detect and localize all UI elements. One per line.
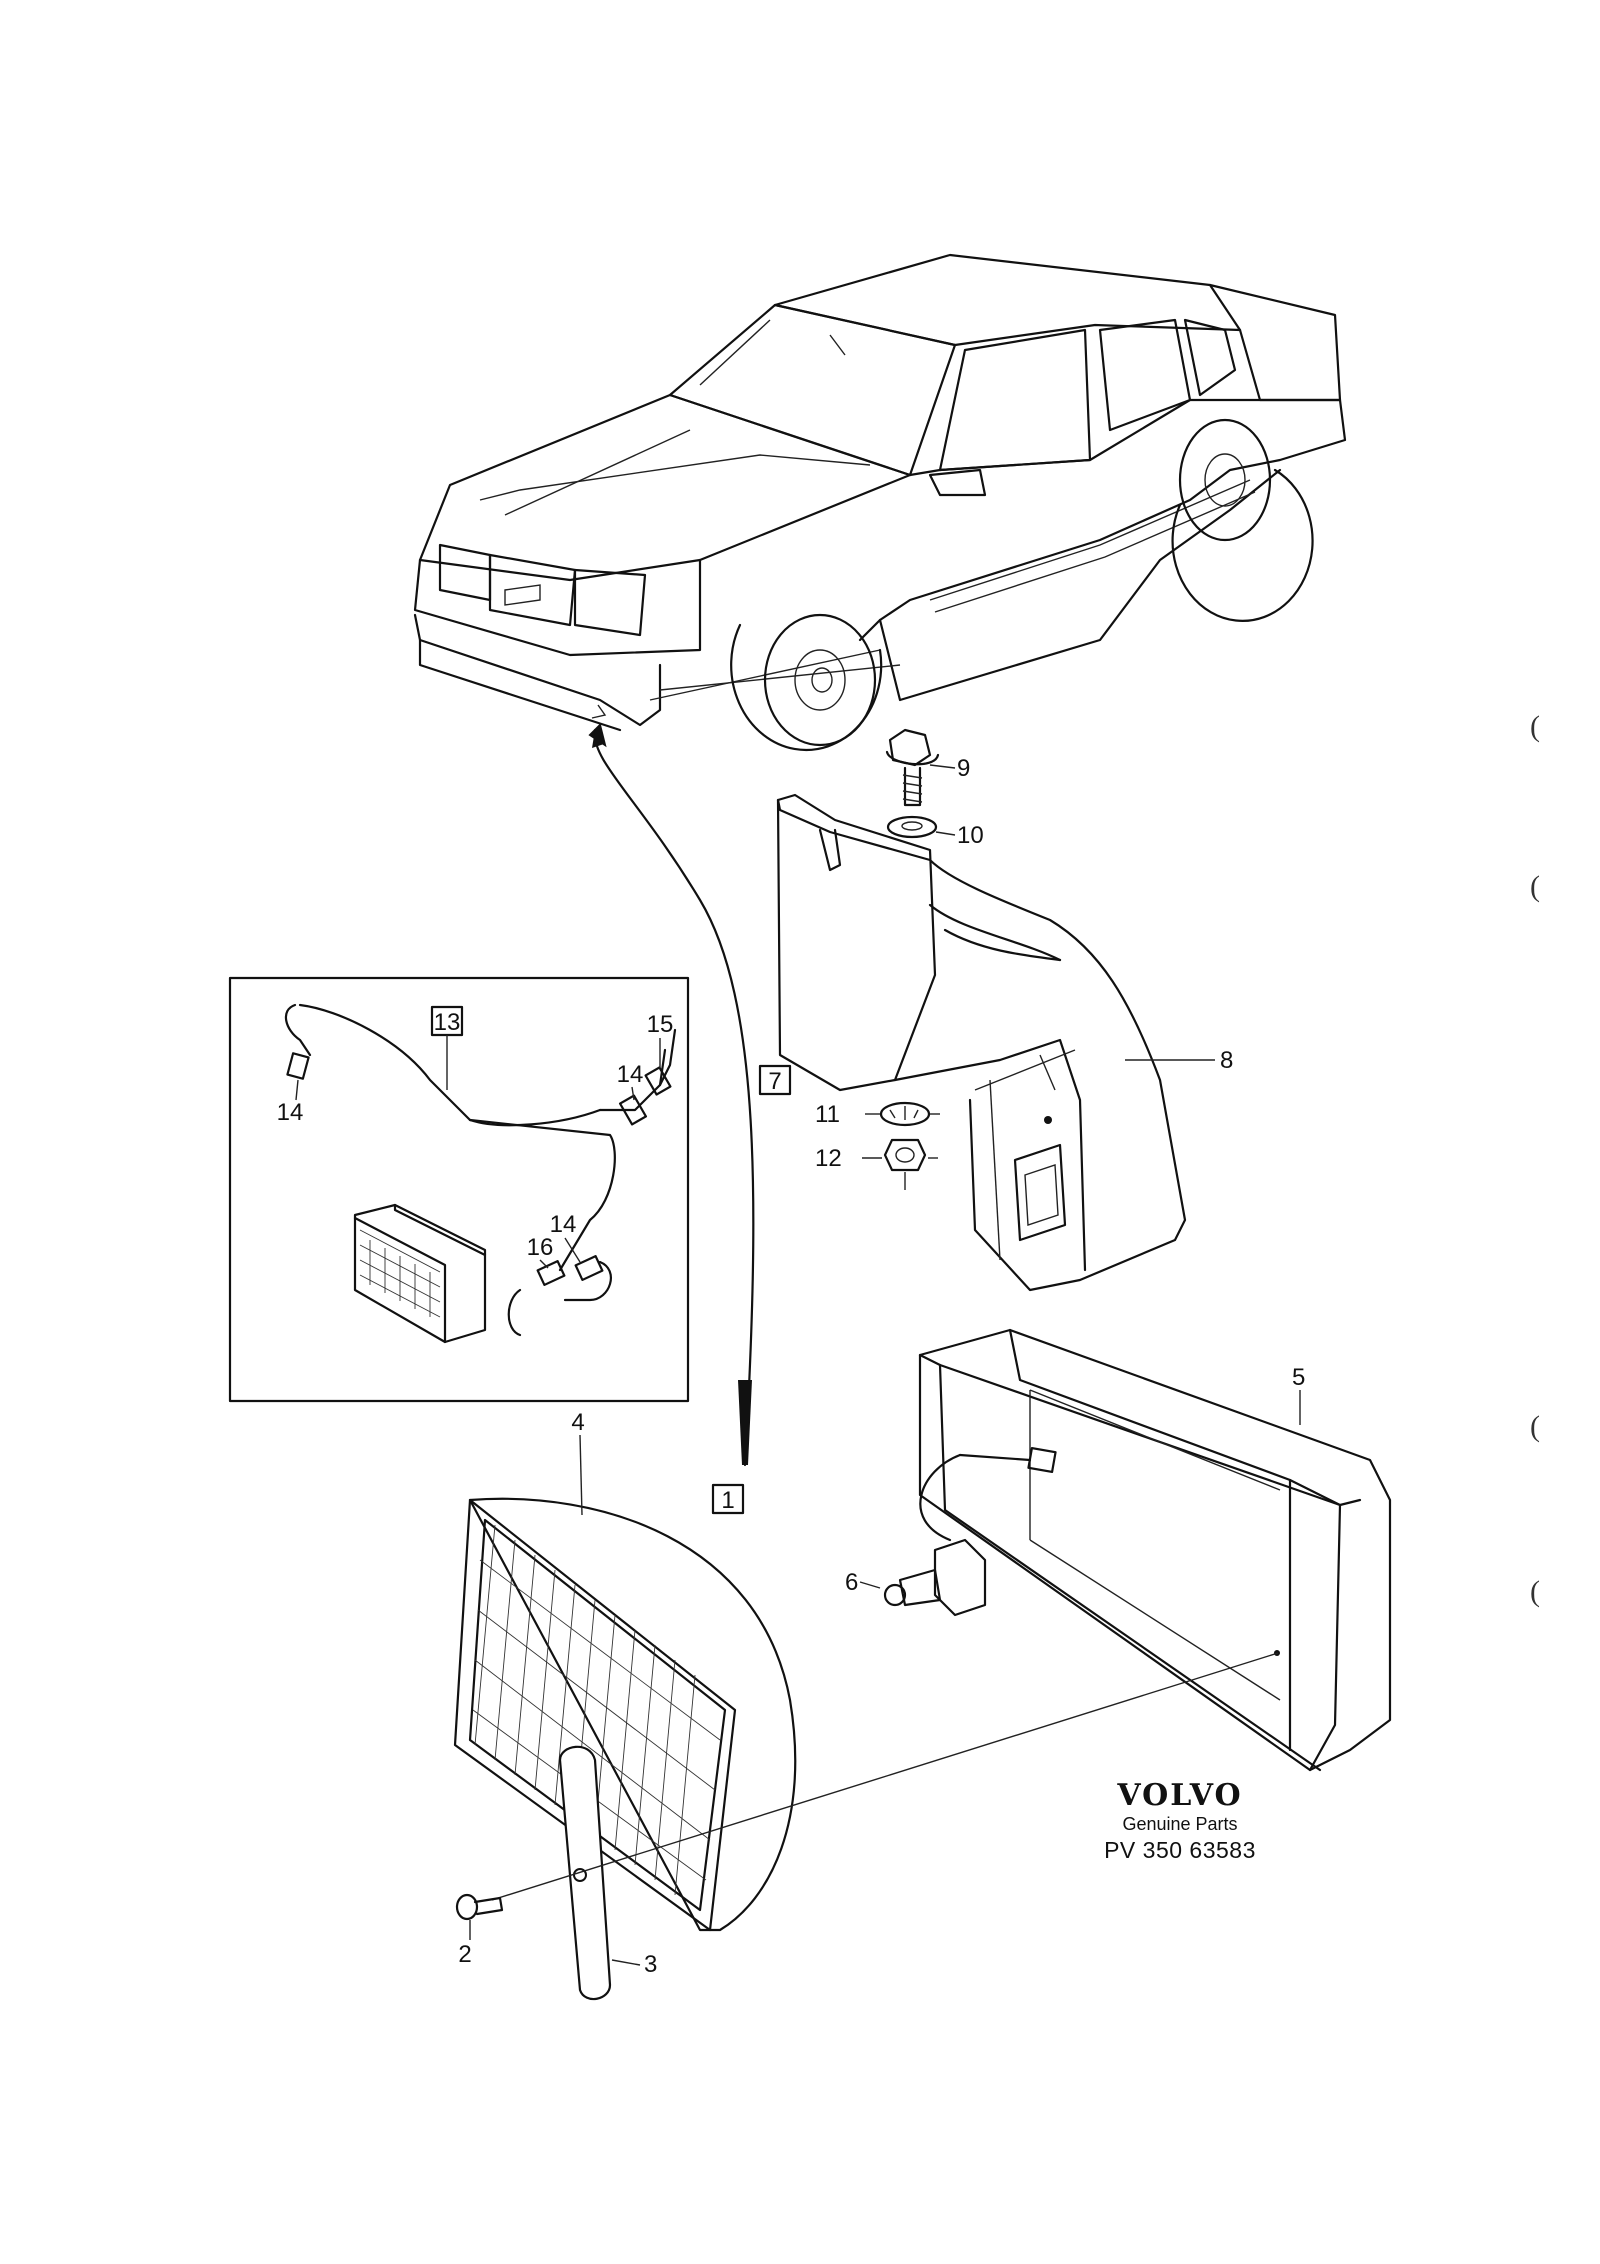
- callout-1-group: 1: [711, 1483, 745, 1515]
- callout-14c: 14: [550, 1211, 577, 1238]
- callout-1: 1: [721, 1487, 734, 1514]
- callout-7: 7: [768, 1068, 781, 1095]
- callout-14b: 14: [617, 1061, 644, 1088]
- callout-5: 5: [1292, 1364, 1305, 1391]
- mounting-bracket: 8: [776, 793, 1233, 1292]
- brand-tagline: Genuine Parts: [1122, 1814, 1238, 1834]
- trim-strip: 3: [558, 1745, 657, 2001]
- callout-11: 11: [815, 1101, 840, 1128]
- callout-8: 8: [1220, 1047, 1233, 1074]
- brand-block: VOLVO Genuine Parts PV 350 63583: [1080, 1780, 1280, 1864]
- volvo-logo: VOLVO: [1117, 1778, 1243, 1813]
- callout-7-group: 7: [758, 1064, 792, 1096]
- margin-mark: (: [1530, 1575, 1540, 1608]
- callout-15: 15: [647, 1011, 674, 1038]
- lamp-lens: 4: [453, 1409, 797, 1932]
- bolt-washer-top: 9 10: [885, 728, 984, 849]
- margin-mark: (: [1530, 710, 1540, 743]
- car-illustration: [413, 253, 1347, 752]
- callout-9: 9: [957, 755, 970, 782]
- margin-mark: (: [1530, 1410, 1540, 1443]
- callout-16: 16: [527, 1234, 554, 1261]
- callout-10: 10: [957, 822, 984, 849]
- callout-3: 3: [644, 1951, 657, 1978]
- lamp-housing: 6 5: [845, 1328, 1392, 1772]
- wiring-inset: 13 14 14 15 14 16: [228, 976, 690, 1403]
- margin-mark: (: [1530, 870, 1540, 903]
- callout-6: 6: [845, 1569, 858, 1596]
- washer-nut-bottom: 11 12: [815, 1101, 940, 1190]
- callout-12: 12: [815, 1145, 842, 1172]
- screw: 2: [455, 1652, 1279, 1968]
- callout-2: 2: [458, 1941, 471, 1968]
- callout-13: 13: [434, 1009, 461, 1036]
- wire-arrow: [588, 723, 755, 1467]
- callout-14a: 14: [277, 1099, 304, 1126]
- callout-4: 4: [571, 1409, 584, 1436]
- part-number: PV 350 63583: [1104, 1837, 1256, 1863]
